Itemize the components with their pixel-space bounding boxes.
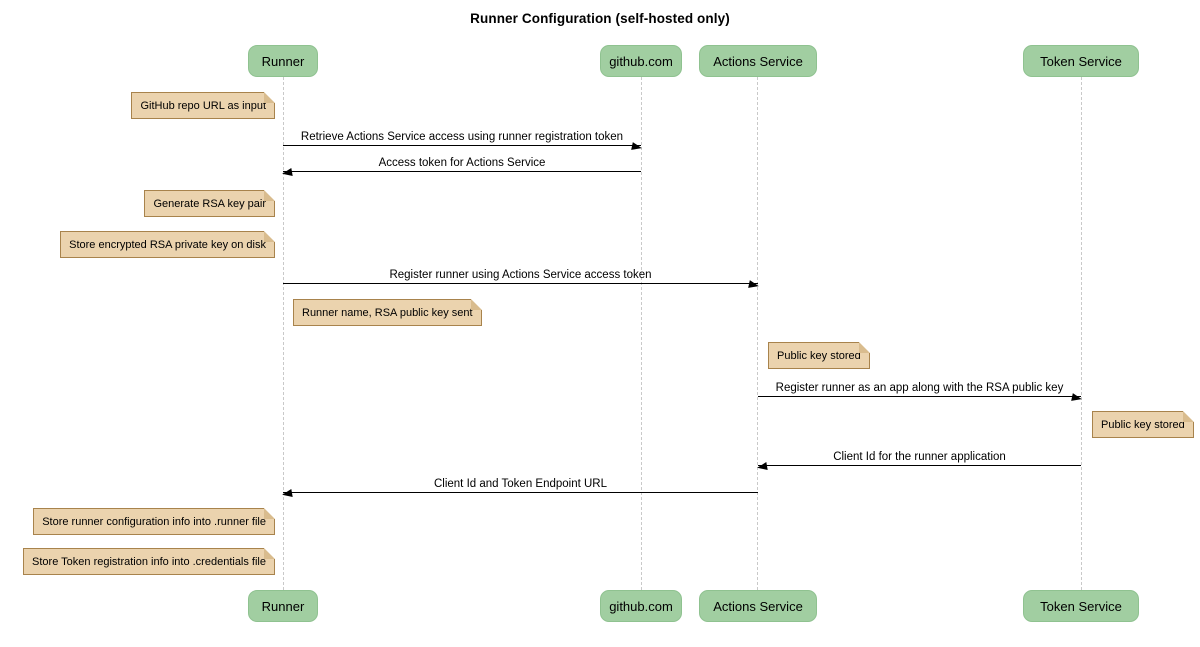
lifeline-runner [283, 77, 284, 590]
arrowhead-left-icon [756, 462, 768, 472]
arrowhead-right-icon [748, 280, 760, 290]
arrow-line [283, 283, 758, 284]
note-public-key-stored-token: Public key stored [1092, 411, 1194, 438]
arrowhead-left-icon [281, 489, 293, 499]
participant-runner-bottom: Runner [248, 590, 318, 622]
message-access-token-returned: Access token for Actions Service [281, 155, 641, 178]
note-public-key-stored-actions: Public key stored [768, 342, 870, 369]
arrowhead-left-icon [281, 168, 293, 178]
participant-github-bottom: github.com [600, 590, 682, 622]
participant-token-service-bottom: Token Service [1023, 590, 1139, 622]
note-github-repo-url: GitHub repo URL as input [131, 92, 275, 119]
message-register-runner: Register runner using Actions Service ac… [283, 267, 760, 290]
arrowhead-right-icon [1071, 393, 1083, 403]
arrowhead-right-icon [631, 142, 643, 152]
arrow-line [758, 465, 1081, 466]
participant-actions-service-bottom: Actions Service [699, 590, 817, 622]
message-label: Retrieve Actions Service access using ru… [300, 131, 624, 143]
arrow-line [758, 396, 1081, 397]
message-client-id-endpoint: Client Id and Token Endpoint URL [281, 476, 758, 499]
message-label: Client Id for the runner application [833, 451, 1006, 463]
diagram-title: Runner Configuration (self-hosted only) [470, 11, 730, 26]
message-retrieve-actions-access: Retrieve Actions Service access using ru… [283, 129, 643, 152]
arrow-line [283, 171, 641, 172]
note-generate-rsa-key: Generate RSA key pair [144, 190, 275, 217]
lifeline-token-service [1081, 77, 1082, 590]
note-store-runner-file: Store runner configuration info into .ru… [33, 508, 275, 535]
note-runner-name-sent: Runner name, RSA public key sent [293, 299, 482, 326]
participant-github-top: github.com [600, 45, 682, 77]
arrow-line [283, 492, 758, 493]
note-store-private-key: Store encrypted RSA private key on disk [60, 231, 275, 258]
lifeline-actions-service [757, 77, 758, 590]
participant-runner-top: Runner [248, 45, 318, 77]
arrow-line [283, 145, 641, 146]
message-label: Client Id and Token Endpoint URL [433, 478, 608, 490]
message-label: Access token for Actions Service [378, 157, 546, 169]
message-register-runner-app: Register runner as an app along with the… [758, 380, 1083, 403]
note-store-credentials-file: Store Token registration info into .cred… [23, 548, 275, 575]
participant-token-service-top: Token Service [1023, 45, 1139, 77]
message-label: Register runner using Actions Service ac… [389, 269, 652, 281]
message-client-id-returned: Client Id for the runner application [756, 449, 1081, 472]
lifeline-github [641, 77, 642, 590]
message-label: Register runner as an app along with the… [775, 382, 1064, 394]
participant-actions-service-top: Actions Service [699, 45, 817, 77]
